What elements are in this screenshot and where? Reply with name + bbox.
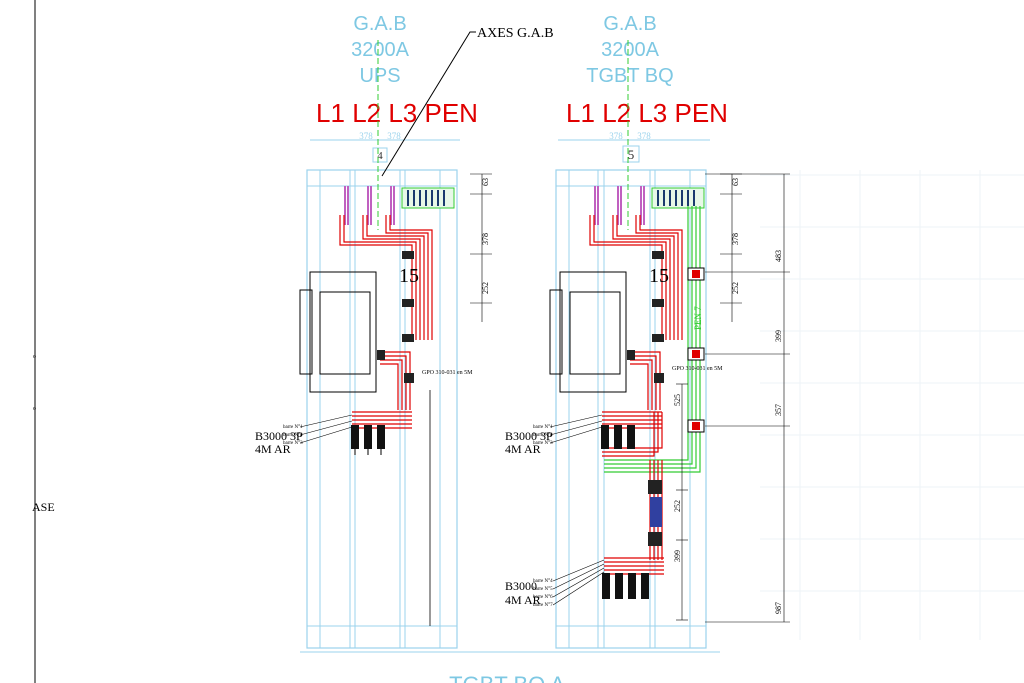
- right-cabinet-frame: [555, 169, 707, 649]
- right-dim-252b: 252: [673, 500, 682, 512]
- left-dim-top-a: 378: [359, 131, 373, 141]
- right-dim-525: 525: [673, 394, 682, 406]
- left-title-line1: G.A.B: [353, 13, 406, 35]
- right-dim-357: 357: [774, 404, 783, 416]
- tick-mark: o: [33, 406, 36, 412]
- right-panel-number-box: [622, 145, 640, 163]
- right-gpo-note: GPO 310-031 en 5M: [672, 366, 723, 372]
- right-terminal-studs: [657, 190, 695, 206]
- left-breaker-line2: 4M AR: [255, 442, 291, 456]
- right-neutral-block: [650, 497, 662, 527]
- left-panel: G.A.B 3200A UPS L1 L2 L3 PEN 378 378 4: [255, 13, 492, 649]
- right-barre4: barre N°4: [533, 579, 553, 584]
- left-incomer-breaker: [299, 271, 377, 393]
- left-panel-number-box: [372, 147, 388, 163]
- left-dim-63: 63: [481, 178, 490, 186]
- left-barre2: barre N°2: [283, 433, 303, 438]
- left-leader-lines: [299, 414, 353, 444]
- bottom-label: TGBT BQ A: [449, 672, 565, 683]
- left-cabinet-frame: [306, 169, 458, 649]
- right-barre7: barre N°7: [533, 603, 553, 608]
- axes-leader-line: [381, 31, 476, 177]
- left-title-line3: UPS: [359, 65, 400, 87]
- right-barre5: barre N°5: [533, 587, 553, 592]
- right-barre2: barre N°2: [533, 433, 553, 438]
- left-dimension-lines: [470, 173, 492, 322]
- left-gpo-note: GPO 310-031 en 5M: [422, 370, 473, 376]
- right-dim-987: 987: [774, 602, 783, 614]
- left-outgoing-breakers: [351, 425, 385, 455]
- right-pen-label: PEN 7: [693, 306, 703, 330]
- left-barre1: barre N°1: [283, 425, 303, 430]
- left-clamps: [377, 251, 414, 383]
- left-title-line2: 3200A: [351, 39, 409, 61]
- left-busbars: [339, 215, 433, 429]
- right-breaker2-line1: B3000: [505, 579, 537, 593]
- left-dim-252: 252: [481, 282, 490, 294]
- left-edge-label: ASE: [32, 500, 55, 514]
- right-panel-number: 5: [628, 147, 635, 162]
- right-dim-399: 399: [774, 330, 783, 342]
- right-dim-378: 378: [731, 233, 740, 245]
- left-panel-number: 4: [377, 150, 383, 162]
- right-dimension-lines: [676, 173, 790, 623]
- right-dim-63: 63: [731, 178, 740, 186]
- tick-mark: o: [33, 354, 36, 360]
- left-breaker-line1: B3000 3P: [255, 429, 303, 443]
- axes-label: AXES G.A.B: [477, 26, 554, 41]
- right-barre6: barre N°6: [533, 595, 553, 600]
- right-barre3: barre N°3: [533, 441, 553, 446]
- right-pen-busbars: [604, 206, 701, 473]
- right-dim-top-b: 378: [637, 131, 651, 141]
- left-barre3: barre N°3: [283, 441, 303, 446]
- left-dim-378: 378: [481, 233, 490, 245]
- right-clamps: [627, 251, 664, 546]
- left-dim-top-b: 378: [387, 131, 401, 141]
- right-phase-labels: L1 L2 L3 PEN: [566, 98, 728, 128]
- right-dim-top-a: 378: [609, 131, 623, 141]
- right-leader-lines: [549, 414, 605, 606]
- right-incoming-cables: [594, 186, 645, 225]
- right-breaker2-line2: 4M AR: [505, 593, 541, 607]
- right-pen-terminal: [651, 187, 705, 209]
- left-incoming-cables: [344, 186, 395, 225]
- right-title-line3: TGBT BQ: [586, 65, 673, 87]
- background-grid: [760, 170, 1024, 640]
- right-breaker1-line1: B3000 3P: [505, 429, 553, 443]
- right-dim-252: 252: [731, 282, 740, 294]
- left-phase-labels: L1 L2 L3 PEN: [316, 98, 478, 128]
- right-dim-483: 483: [774, 250, 783, 262]
- right-incomer-breaker: [549, 271, 627, 393]
- right-pen-clamps: [687, 267, 705, 433]
- right-outgoing-breakers-1: [601, 425, 635, 449]
- right-panel: G.A.B 3200A TGBT BQ L1 L2 L3 PEN 378 378…: [505, 13, 790, 649]
- right-breaker1-line2: 4M AR: [505, 442, 541, 456]
- left-terminal-studs: [407, 190, 445, 206]
- right-title-line1: G.A.B: [603, 13, 656, 35]
- right-outgoing-breakers-2: [602, 573, 649, 599]
- right-big-number: 15: [649, 265, 669, 287]
- right-title-line2: 3200A: [601, 39, 659, 61]
- right-barre1: barre N°1: [533, 425, 553, 430]
- left-big-number: 15: [399, 265, 419, 287]
- left-pen-terminal: [401, 187, 455, 209]
- right-dim-399b: 399: [673, 550, 682, 562]
